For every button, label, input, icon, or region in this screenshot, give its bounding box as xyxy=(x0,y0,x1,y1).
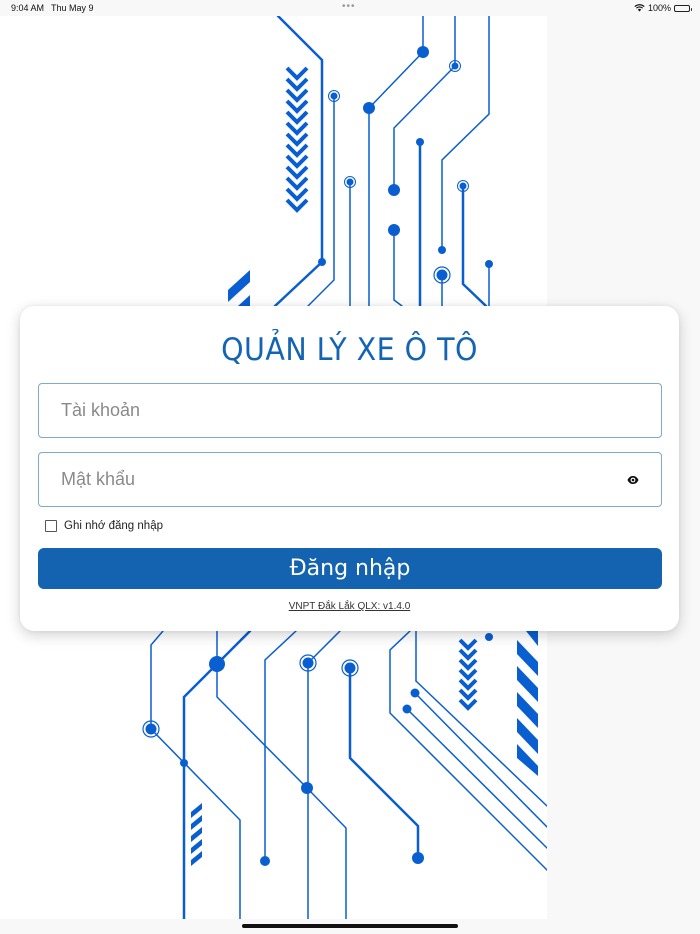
battery-icon xyxy=(674,4,692,12)
version-link[interactable]: VNPT Đắk Lắk QLX: v1.4.0 xyxy=(288,601,411,612)
password-field[interactable] xyxy=(38,452,662,507)
eye-icon[interactable] xyxy=(627,474,639,486)
remember-me-checkbox[interactable] xyxy=(45,520,57,532)
app-title: QUẢN LÝ XE Ô TÔ xyxy=(221,332,478,368)
login-button[interactable]: Đăng nhập xyxy=(38,548,662,589)
remember-me-label: Ghi nhớ đăng nhập xyxy=(64,520,163,532)
battery-percent: 100% xyxy=(647,3,671,13)
login-card: QUẢN LÝ XE Ô TÔ Ghi nhớ đăng nhập Đăng n… xyxy=(20,306,679,631)
username-field[interactable] xyxy=(38,383,662,438)
username-input[interactable] xyxy=(39,384,661,437)
multitask-dots[interactable]: ••• xyxy=(342,1,356,12)
status-time: 9:04 AM xyxy=(11,3,45,13)
password-input[interactable] xyxy=(39,453,661,506)
status-bar: 9:04 AM Thu May 9 ••• 100% xyxy=(0,0,700,16)
status-date: Thu May 9 xyxy=(51,3,94,13)
remember-me-toggle[interactable]: Ghi nhớ đăng nhập xyxy=(45,520,163,532)
home-indicator[interactable] xyxy=(242,924,458,928)
circuit-pattern-graphic xyxy=(142,16,547,919)
status-right: 100% xyxy=(634,3,692,13)
wifi-icon xyxy=(634,4,645,12)
